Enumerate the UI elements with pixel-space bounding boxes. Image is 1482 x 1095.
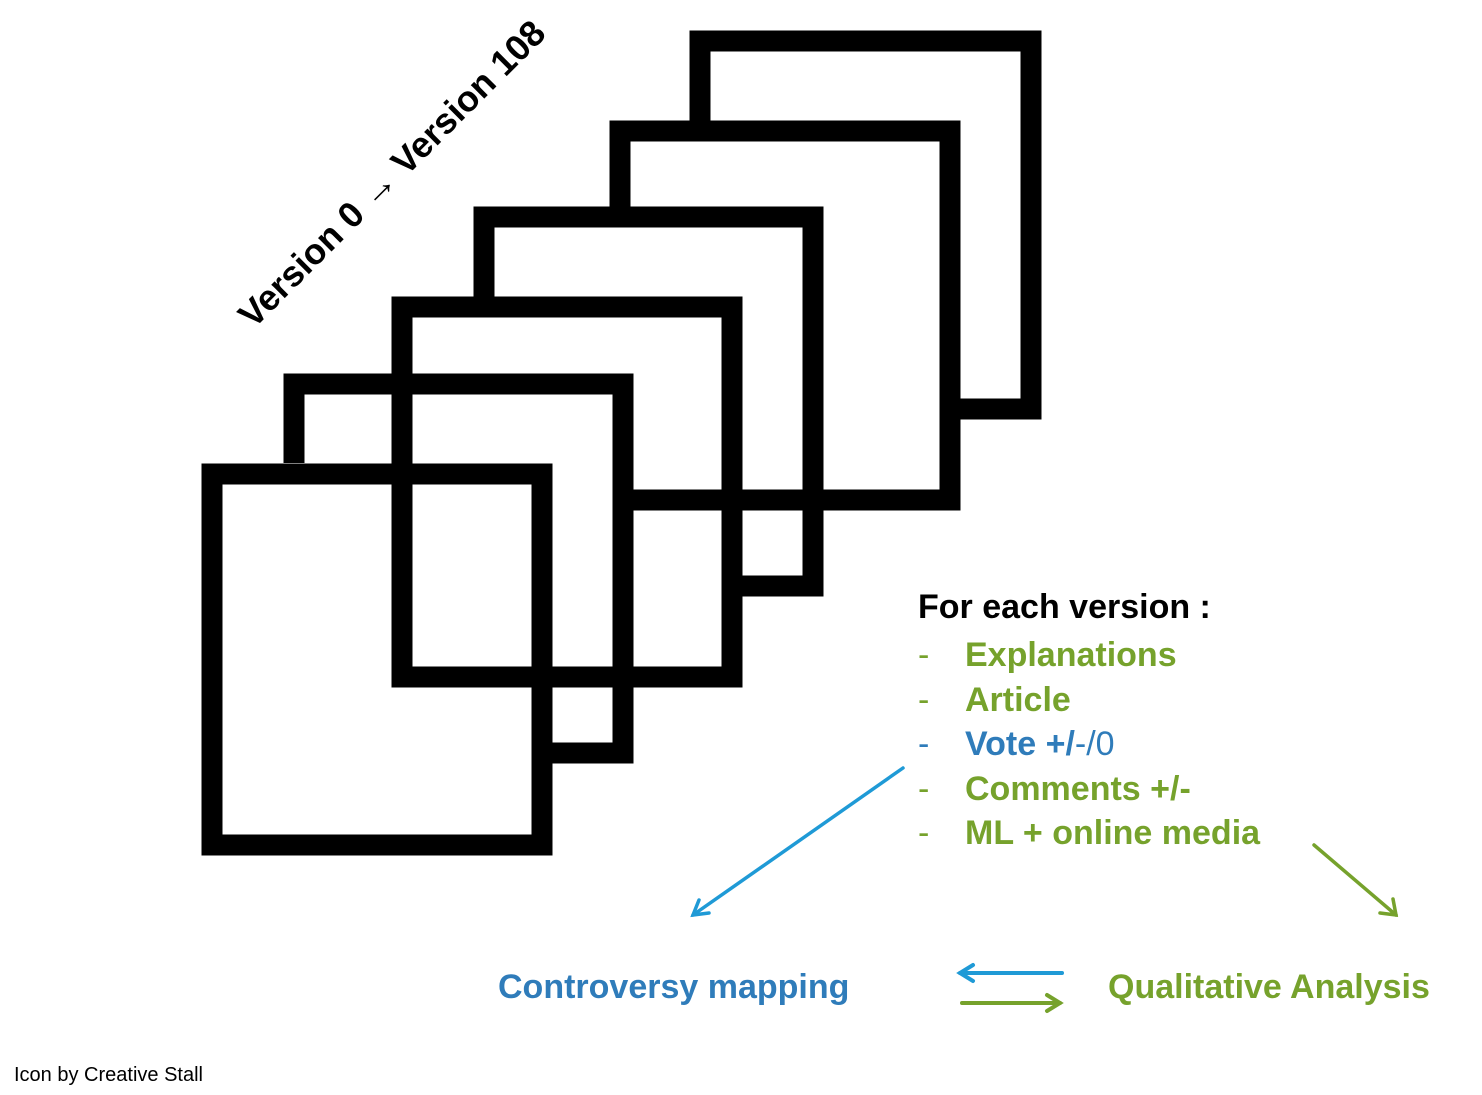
list-item-ml-online-media: - ML + online media bbox=[918, 811, 1260, 856]
list-item-label: Article bbox=[965, 680, 1071, 719]
list-item-comments: - Comments +/- bbox=[918, 767, 1260, 812]
icon-credit: Icon by Creative Stall bbox=[14, 1064, 203, 1086]
qualitative-analysis-label: Qualitative Analysis bbox=[1108, 968, 1430, 1006]
list-dash: - bbox=[918, 814, 930, 852]
arrow-to-qualitative-analysis bbox=[1312, 843, 1399, 918]
list-item-label-bold: Vote +/ bbox=[965, 725, 1075, 763]
arrow-to-controversy-mapping bbox=[690, 766, 905, 918]
list-item-label: Comments +/- bbox=[965, 769, 1191, 808]
list-item-explanations: - Explanations bbox=[918, 633, 1260, 678]
list-item-label-rest: -/0 bbox=[1074, 725, 1115, 763]
controversy-mapping-label: Controversy mapping bbox=[498, 968, 850, 1006]
list-item-vote: - Vote +/-/0 bbox=[918, 722, 1260, 767]
list-dash: - bbox=[918, 680, 930, 719]
list-dash: - bbox=[918, 636, 930, 674]
list-heading: For each version : bbox=[918, 588, 1211, 626]
arrow-right-green bbox=[960, 993, 1064, 1013]
stacked-squares-icon bbox=[201, 30, 1042, 856]
list-dash: - bbox=[918, 725, 930, 763]
square-frame-4 bbox=[473, 206, 824, 597]
square-frame-1 bbox=[201, 463, 553, 856]
version-attributes-list: - Explanations - Article - Vote +/-/0 - … bbox=[918, 633, 1260, 856]
list-item-label: ML + online media bbox=[965, 814, 1261, 852]
list-item-article: - Article bbox=[918, 678, 1260, 723]
square-frame-6 bbox=[689, 30, 1042, 420]
square-frame-2 bbox=[283, 373, 634, 764]
list-dash: - bbox=[918, 769, 930, 808]
square-frame-3 bbox=[391, 296, 743, 688]
square-frame-5 bbox=[609, 120, 961, 511]
list-item-label: Explanations bbox=[965, 636, 1177, 674]
arrow-left-blue bbox=[956, 963, 1064, 983]
